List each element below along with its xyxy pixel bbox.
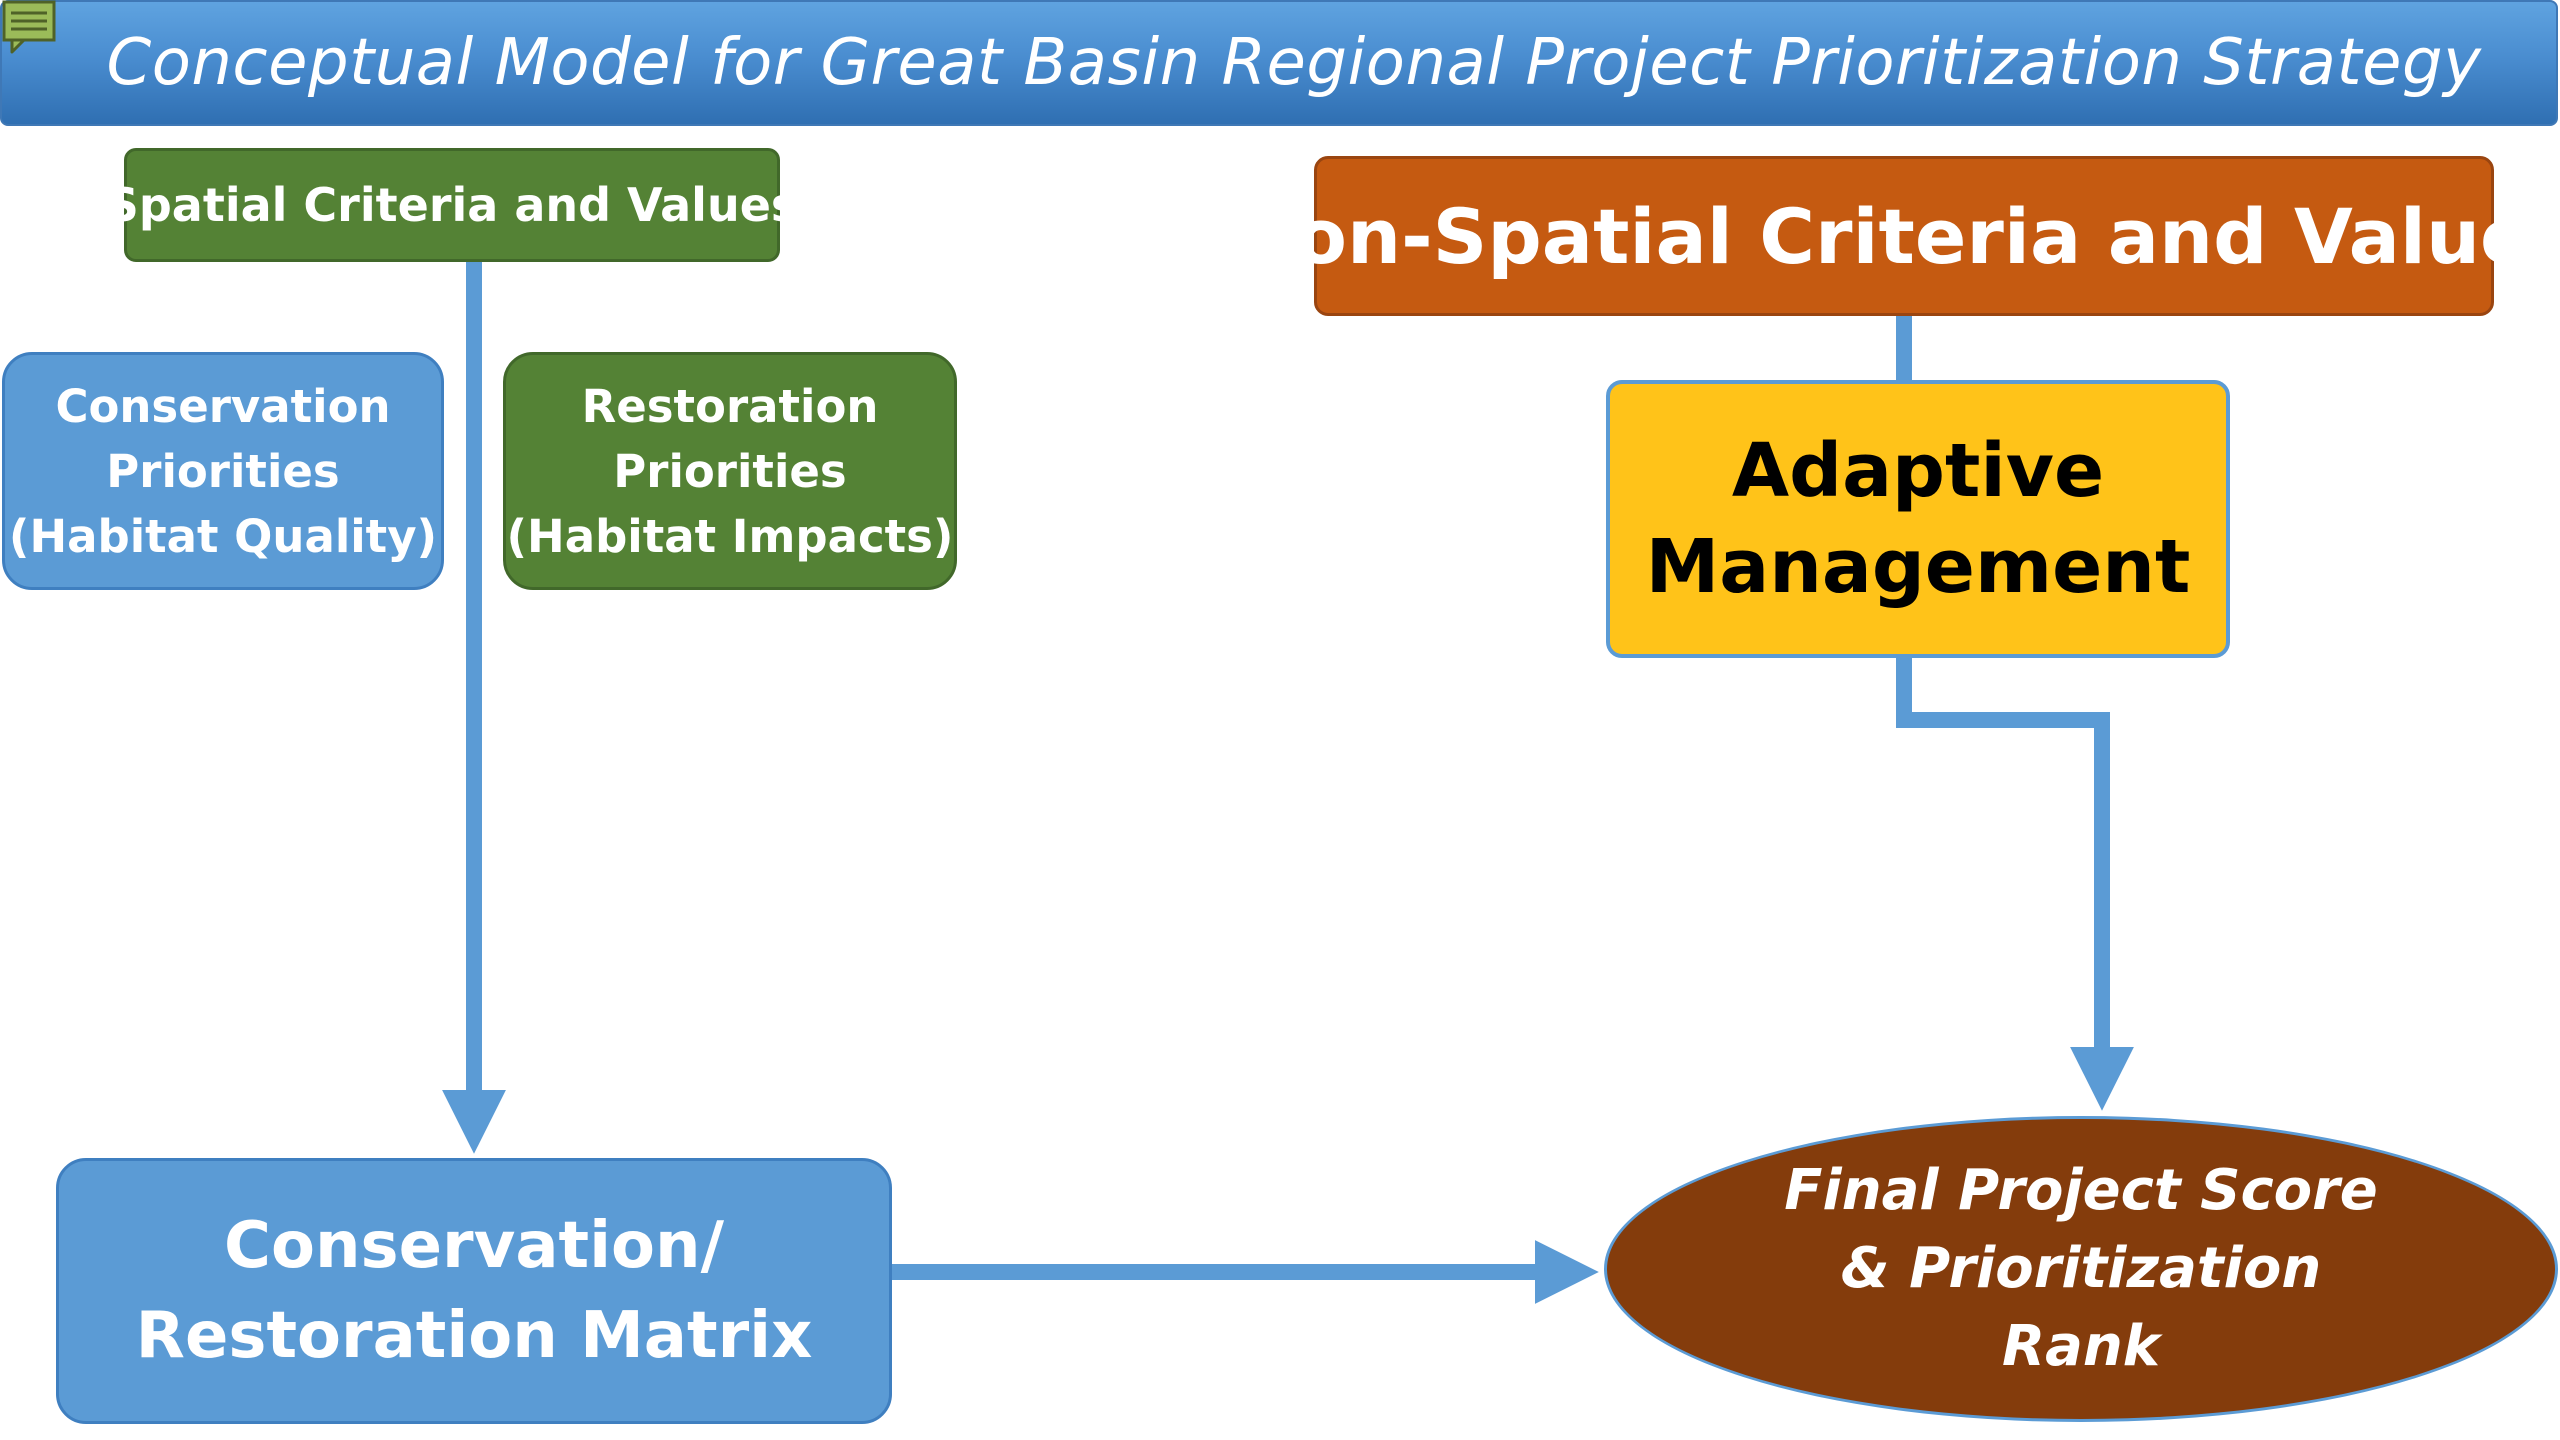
arrow-adaptive-to-final	[1896, 658, 2134, 1111]
diagram-title: Conceptual Model for Great Basin Regiona…	[106, 26, 2482, 100]
conservation-restoration-matrix-box: Conservation/ Restoration Matrix	[56, 1158, 892, 1424]
matrix-line-1: Conservation/	[224, 1209, 724, 1283]
restoration-priorities-line-2: Priorities	[613, 444, 847, 498]
matrix-line-2: Restoration Matrix	[135, 1299, 813, 1373]
non-spatial-criteria-box: Non-Spatial Criteria and Values	[1231, 156, 2560, 316]
conservation-priorities-box: Conservation Priorities (Habitat Quality…	[2, 352, 444, 590]
restoration-priorities-line-3: (Habitat Impacts)	[506, 509, 954, 563]
final-line-3: Rank	[2001, 1314, 2160, 1379]
adaptive-management-line-1: Adaptive	[1731, 428, 2105, 514]
restoration-priorities-box: Restoration Priorities (Habitat Impacts)	[503, 352, 957, 590]
conservation-priorities-line-1: Conservation	[55, 379, 391, 433]
spatial-criteria-box: Spatial Criteria and Values	[106, 148, 798, 262]
final-line-1: Final Project Score	[1784, 1158, 2378, 1223]
final-line-2: & Prioritization	[1840, 1236, 2322, 1301]
adaptive-management-line-2: Management	[1645, 524, 2191, 610]
title-bar: Conceptual Model for Great Basin Regiona…	[0, 0, 2558, 126]
comment-icon[interactable]	[2, 0, 58, 54]
non-spatial-criteria-label: Non-Spatial Criteria and Values	[1231, 191, 2560, 281]
restoration-priorities-line-1: Restoration	[581, 379, 879, 433]
spatial-criteria-label: Spatial Criteria and Values	[105, 178, 799, 232]
final-score-ellipse: Final Project Score & Prioritization Ran…	[1604, 1116, 2558, 1422]
conservation-priorities-line-3: (Habitat Quality)	[8, 509, 438, 563]
adaptive-management-box: Adaptive Management	[1606, 380, 2230, 658]
conservation-priorities-line-2: Priorities	[106, 444, 340, 498]
